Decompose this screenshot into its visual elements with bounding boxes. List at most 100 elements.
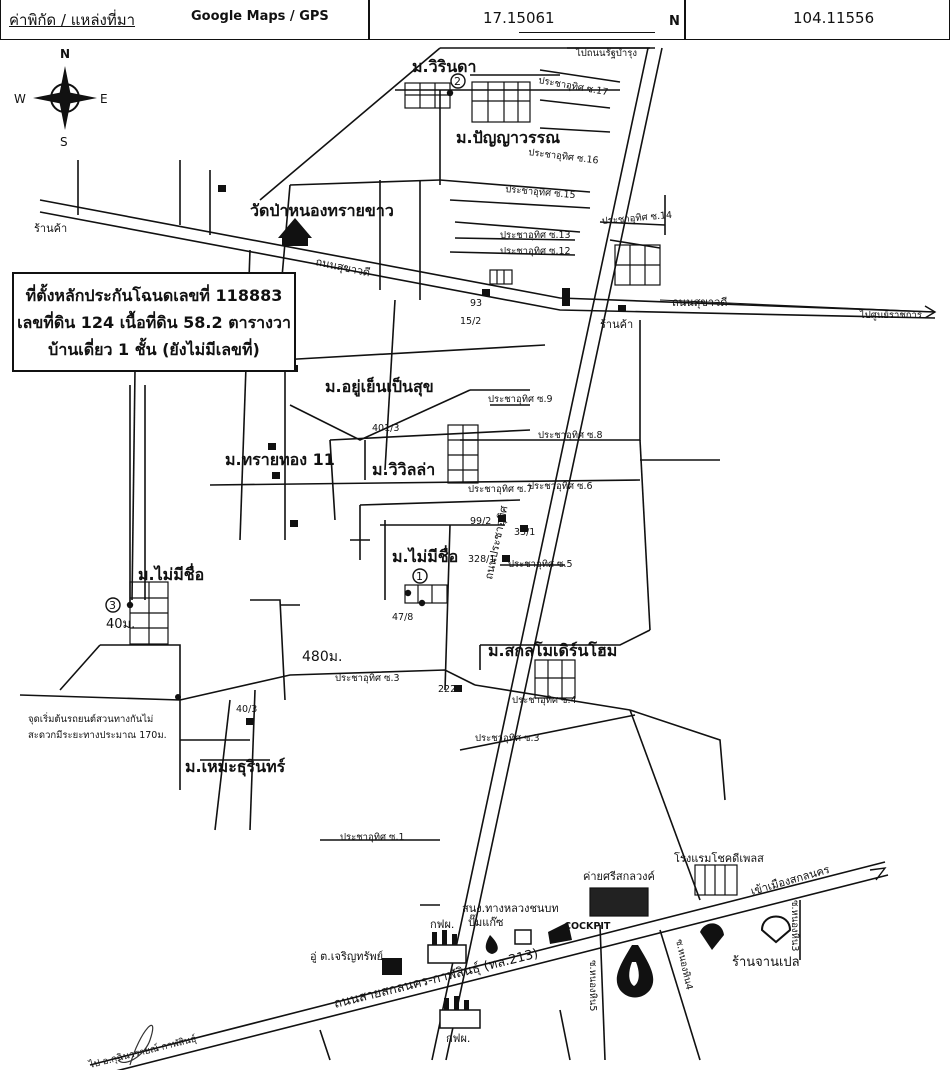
compass-s: S [60, 135, 68, 149]
compass-w: W [14, 92, 26, 106]
label-house-93: 93 [470, 298, 482, 309]
label-hotel: โรงแรมโชคดีเพลส [674, 851, 764, 865]
block-small [489, 269, 513, 285]
gas-drop-icon [485, 935, 498, 954]
coord-label: ค่าพิกัด / แหล่งที่มา [9, 11, 136, 29]
label-gas: ปั๊มแก๊ซ [468, 914, 504, 929]
house-icon [498, 515, 506, 522]
label-to-center: ไปศูนย์ราชการ [859, 309, 922, 321]
house-icons [218, 185, 626, 725]
label-mu-yuyen: ม.อยู่เย็นเป็นสุข [325, 375, 434, 398]
highway-213-south-edge [116, 874, 889, 1070]
cockpit-icon [548, 922, 572, 944]
temple-icon [278, 218, 312, 246]
house-icon [218, 185, 226, 192]
label-wat: วัดป่าหนองทรายขาว [250, 201, 394, 220]
callout-pointer-line [131, 369, 136, 601]
label-soi1: ประชาอุทิศ ซ.1 [340, 832, 405, 843]
pea-icon-top [427, 930, 467, 964]
compass-e: E [100, 92, 108, 106]
latitude-value: 17.15061 [483, 9, 555, 27]
label-soi5: ประชาอุทิศ ซ.5 [508, 559, 573, 570]
label-house-99-2: 99/2 [470, 516, 491, 527]
label-soi-nonghan5: ซ.หนองหิน5 [587, 960, 598, 1011]
callout-line-2: เลขที่ดิน 124 เนื้อที่ดิน 58.2 ตารางวา [17, 313, 291, 332]
marker-2-label: 2 [454, 75, 461, 88]
latitude-underline [519, 32, 655, 33]
label-shop-right: ร้านค้า [600, 318, 633, 331]
house-icon [454, 685, 462, 692]
marker-3-label: 3 [109, 599, 116, 612]
arrow-to-center-icon [924, 305, 937, 319]
marker-3: 3 [105, 597, 134, 613]
prachauthit-road-west-edge [431, 47, 649, 1061]
label-soi8: ประชาอุทิศ ซ.8 [538, 430, 603, 441]
longitude-value: 104.11556 [793, 9, 875, 27]
label-mu-sakon-modern: ม.สกลโมเดิร์นโฮม [488, 640, 617, 660]
label-soi7: ประชาอุทิศ ซ.7 [468, 484, 533, 495]
house-icon [246, 718, 254, 725]
label-mu-warinda: ม.วิรินดา [412, 57, 477, 76]
house-icon [268, 443, 276, 450]
label-mu-saithong: ม.ทรายทอง 11 [225, 450, 335, 469]
garage-icon [382, 958, 402, 975]
label-house-47-8: 47/8 [392, 612, 413, 623]
label-road-nongsaikhao: ถนนสุขาวดี [314, 255, 371, 279]
callout-line-3: บ้านเดี่ยว 1 ชั้น (ยังไม่มีเลขที่) [48, 340, 260, 359]
label-shop-left: ร้านค้า [34, 222, 67, 235]
latitude-unit: N [669, 14, 680, 29]
pea-icon-bottom [439, 996, 481, 1029]
label-dist-40: 40ม. [106, 617, 135, 632]
label-pea-1: กฟผ. [430, 918, 454, 931]
label-garage: อู่ ต.เจริญทรัพย์ [310, 950, 383, 963]
label-house-15-2: 15/2 [460, 316, 481, 327]
marker-1-label: 1 [416, 570, 423, 583]
shell-icon [760, 915, 792, 944]
gas-station-icon [616, 945, 654, 998]
label-mu-panyawaran: ม.ปัญญาวรรณ [456, 128, 560, 148]
start-point-dot [175, 694, 181, 700]
house-icon [502, 555, 510, 562]
marker-2: 2 [446, 73, 466, 97]
label-shop-janpen: ร้านจานเปล [732, 955, 800, 970]
callout-line-1: ที่ตั้งหลักประกันโฉนดเลขที่ 118883 [25, 286, 283, 305]
location-map: 1 2 3 N S E W [14, 47, 937, 1070]
sukhawadee-road-south-edge [39, 211, 936, 319]
label-mu-maimeechue-center: ม.ไม่มีชื่อ [392, 545, 458, 566]
label-soi3b: ประชาอุทิศ ซ.3 [475, 733, 540, 744]
police-icon [514, 929, 532, 945]
coord-source: Google Maps / GPS [191, 9, 329, 24]
label-soi-nonghan3: ซ.หนองหิน3 [789, 900, 800, 951]
label-soi4: ประชาอุทิศ ซ.4 [512, 695, 577, 706]
house-icon [290, 520, 298, 527]
label-to-ratbamrung: ไปถนนรัฐบำรุง [575, 47, 637, 59]
compass-n: N [60, 47, 70, 61]
arrow-to-city-icon [869, 867, 887, 881]
signature-mark [117, 1024, 154, 1066]
prachauthit-road-east-edge [445, 47, 663, 1061]
label-soi9: ประชาอุทิศ ซ.9 [488, 394, 553, 405]
label-road-east: ถนนสุขาวดี [672, 296, 727, 309]
coordinate-header: ค่าพิกัด / แหล่งที่มา Google Maps / GPS … [0, 0, 950, 42]
label-police: สนง.ทางหลวงชนบท [462, 902, 559, 915]
sukhawadee-road-north-edge [39, 199, 936, 313]
house-icon [618, 305, 626, 312]
label-dist-480: 480ม. [302, 649, 342, 665]
label-soi13: ประชาอุทิศ ซ.13 [500, 230, 571, 241]
label-note-2: สะดวกมีระยะทางประมาณ 170ม. [28, 729, 167, 741]
label-house-401-3: 401/3 [372, 423, 399, 434]
label-house-222: 222 [438, 684, 456, 695]
label-house-40-3: 40/3 [236, 704, 257, 715]
latitude-cell: 17.15061 N [368, 0, 686, 40]
label-note-1: จุดเริ่มต้นรถยนต์สวนทางกันไม่ [28, 712, 153, 725]
label-soi6: ประชาอุทิศ ซ.6 [528, 481, 593, 492]
label-soi3a: ประชาอุทิศ ซ.3 [335, 673, 400, 684]
house-icon [272, 472, 280, 479]
block-panyawaran [471, 81, 531, 123]
label-soi16: ประชาอุทิศ ซ.16 [528, 147, 599, 167]
label-mu-villa: ม.วิวิลล่า [372, 460, 435, 479]
label-cockpit: COCKPIT [564, 921, 611, 932]
traffic-light-icon [562, 288, 570, 306]
longitude-cell: 104.11556 [684, 0, 950, 40]
collateral-callout: ที่ตั้งหลักประกันโฉนดเลขที่ 118883 เลขที… [12, 272, 296, 372]
